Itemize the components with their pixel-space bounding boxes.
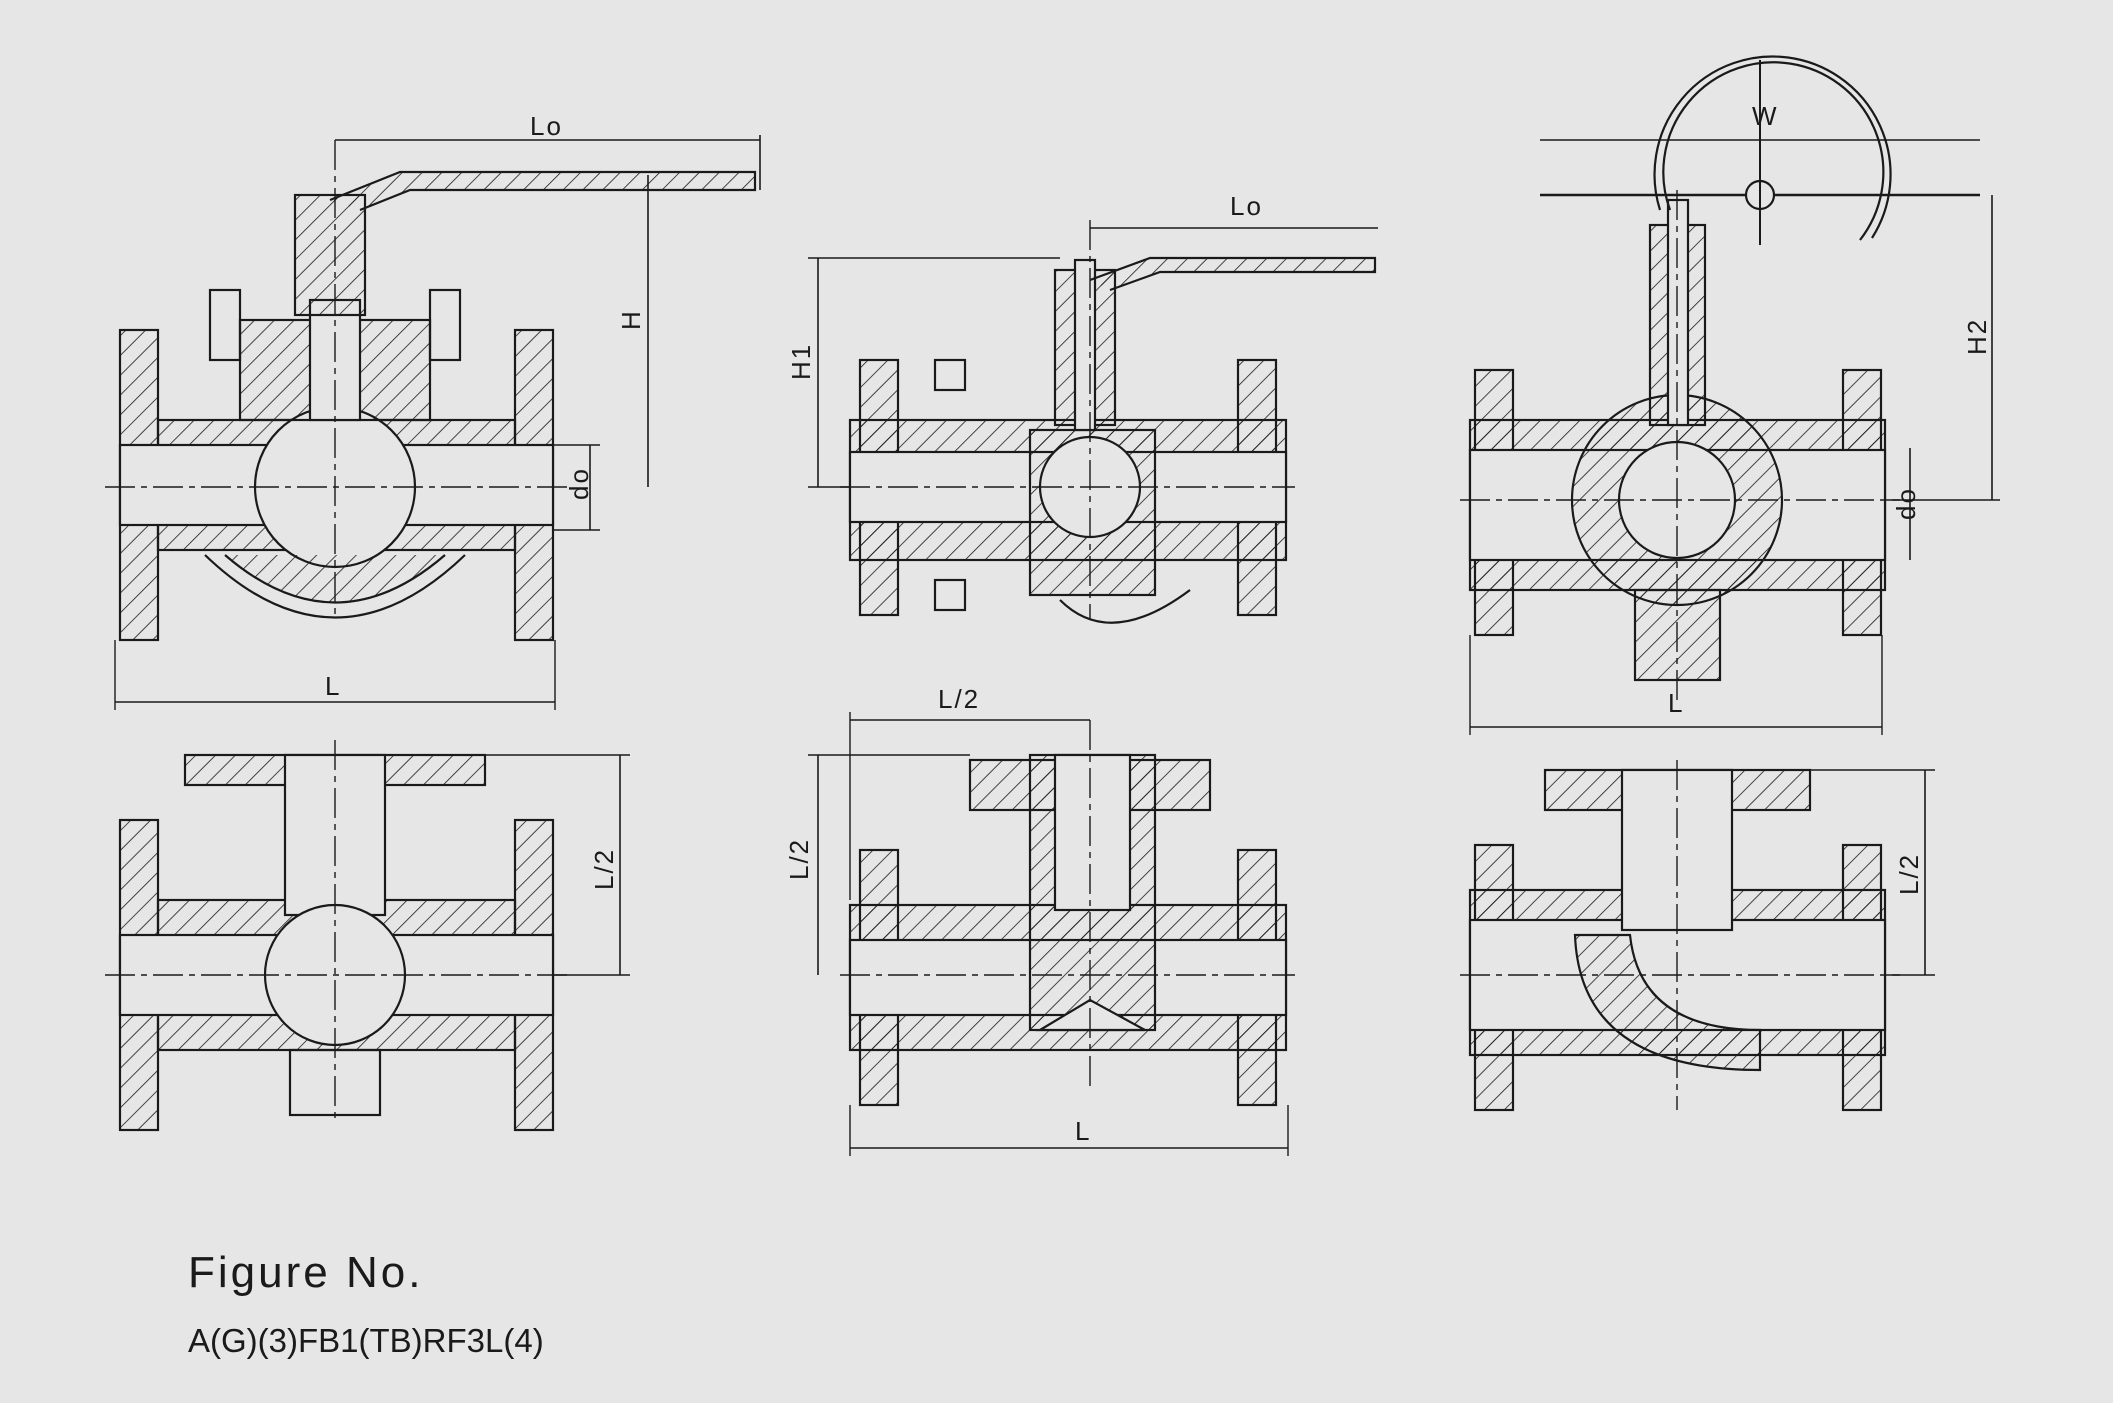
dim-do-left: do [564, 467, 594, 500]
view-front-middle [808, 220, 1378, 624]
dim-half-bottom-right: L/2 [1894, 853, 1924, 895]
view-front-left [105, 135, 761, 710]
view-front-right [1460, 55, 2000, 735]
dim-h1-middle: H1 [786, 343, 816, 380]
view-bottom-left [105, 740, 630, 1132]
dim-l-left: L [325, 671, 341, 701]
handwheel-w-mark: W [1752, 101, 1779, 131]
figure-title: Figure No. [188, 1248, 424, 1297]
dim-h-left: H [616, 309, 646, 330]
dim-half-bottom-left: L/2 [589, 848, 619, 890]
figure-code: A(G)(3)FB1(TB)RF3L(4) [188, 1322, 544, 1359]
dim-l-right: L [1668, 688, 1684, 718]
dim-l-bottom-middle: L [1075, 1116, 1091, 1146]
dim-lo-left: Lo [530, 111, 563, 141]
dim-lo-middle: Lo [1230, 191, 1263, 221]
view-bottom-right [1460, 760, 1935, 1112]
dim-do-right: do [1891, 487, 1921, 520]
view-bottom-middle [808, 712, 1295, 1156]
dim-h2-right: H2 [1962, 318, 1992, 355]
dim-half-top-bottom-middle: L/2 [938, 684, 980, 714]
dim-half-side-bottom-middle: L/2 [784, 838, 814, 880]
